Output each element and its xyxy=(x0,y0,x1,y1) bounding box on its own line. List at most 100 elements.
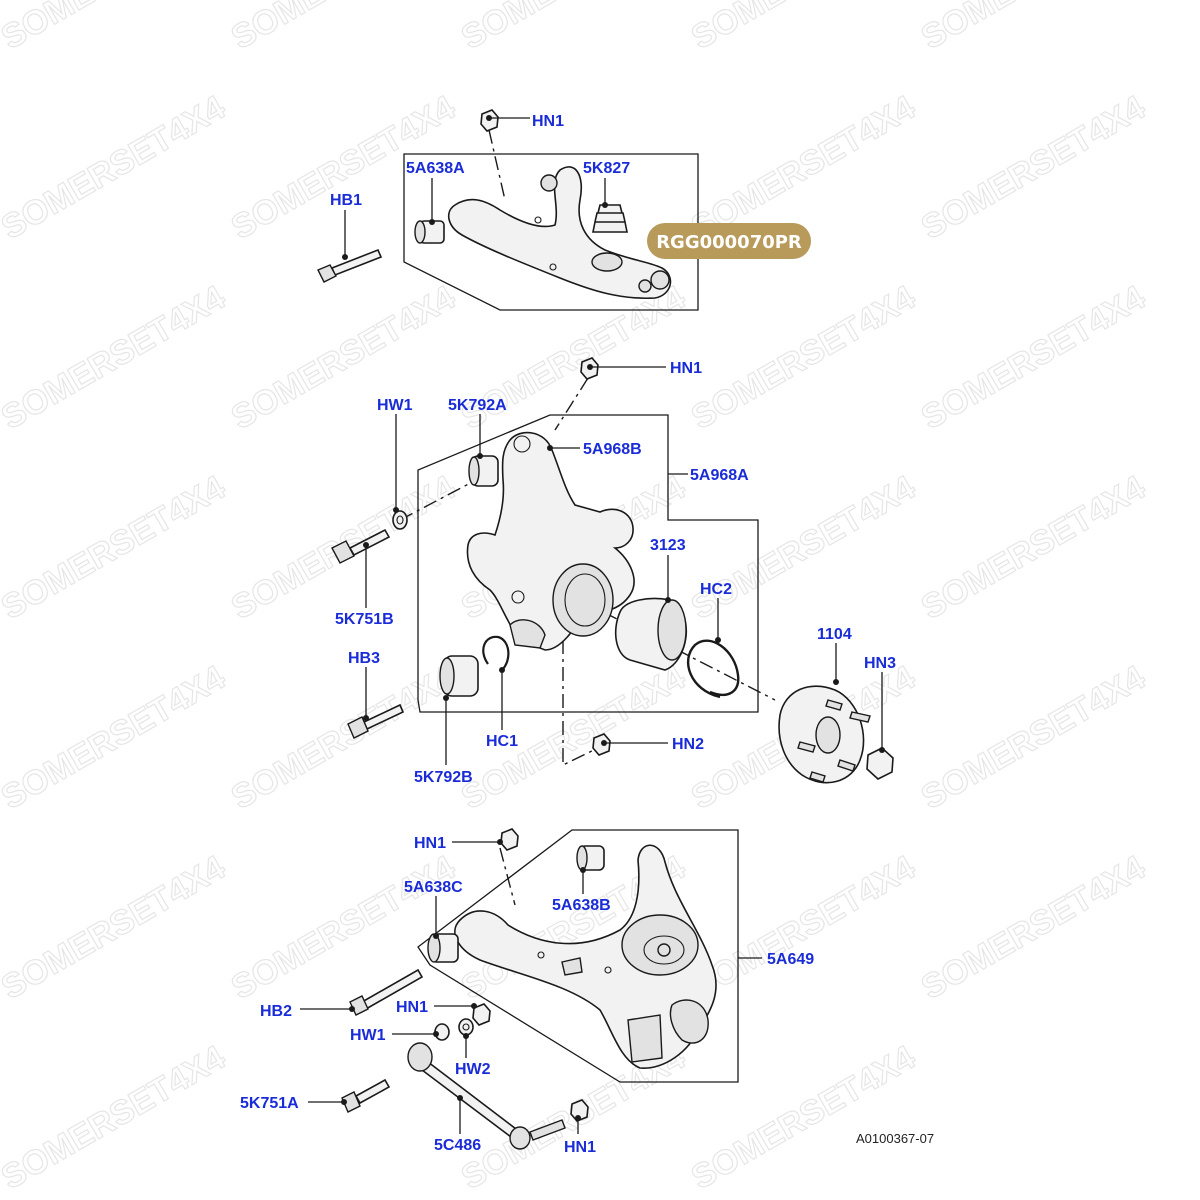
nut-hn1-low2 xyxy=(472,1003,491,1026)
knuckle-upper-eye xyxy=(513,435,531,453)
upper-arm-assembly xyxy=(317,109,699,311)
circlip-hc2 xyxy=(686,639,740,699)
axis-hn1-top xyxy=(488,129,506,201)
watermark: SOMERSET4X4 xyxy=(685,848,922,1007)
washer-hw2 xyxy=(458,1018,474,1036)
nut-hn1-bottom xyxy=(570,1099,589,1122)
toe-link-outer-eye xyxy=(509,1126,531,1150)
watermark: SOMERSET4X4 xyxy=(225,0,462,57)
bump-stop-5k827 xyxy=(592,204,628,233)
watermark: SOMERSET4X4 xyxy=(0,848,232,1007)
lower-arm-hole xyxy=(537,951,545,959)
bolt-5k751b-head xyxy=(331,540,355,564)
label-hn2: HN2 xyxy=(672,736,704,753)
hub-1104 xyxy=(778,685,871,784)
watermark: SOMERSET4X4 xyxy=(685,278,922,437)
hub-stud xyxy=(825,699,843,711)
upper-control-arm xyxy=(447,166,672,300)
label-hn1-top: HN1 xyxy=(532,113,564,130)
watermark: SOMERSET4X4 xyxy=(685,468,922,627)
watermark: SOMERSET4X4 xyxy=(455,0,692,57)
washer-hw1-mid-hole xyxy=(396,515,404,525)
lower-arm-frame xyxy=(417,829,739,1083)
lower-arm-bracket xyxy=(561,957,583,976)
bush-5k792b-face xyxy=(439,657,455,695)
part-code-badge: RGG000070PR xyxy=(647,223,811,259)
bolt-5k751a-shank xyxy=(354,1078,391,1105)
bolt-hb1-head xyxy=(317,264,337,283)
lower-arm-clevis xyxy=(627,1014,663,1063)
watermark: SOMERSET4X4 xyxy=(225,658,462,817)
lower-arm-assembly xyxy=(341,828,739,1150)
lower-arm-center-boss xyxy=(657,943,671,957)
axis-hn1-low xyxy=(499,847,516,906)
watermark: SOMERSET4X4 xyxy=(225,278,462,437)
watermark: SOMERSET4X4 xyxy=(915,0,1152,57)
label-hn1-low: HN1 xyxy=(414,835,446,852)
watermark: SOMERSET4X4 xyxy=(915,88,1152,247)
lower-control-arm xyxy=(454,844,717,1069)
bush-5k792a-face xyxy=(468,456,480,486)
label-hn1-mid: HN1 xyxy=(670,360,702,377)
bolt-hb1 xyxy=(317,248,383,283)
label-5a638a: 5A638A xyxy=(406,160,465,177)
watermark: SOMERSET4X4 xyxy=(0,278,232,437)
bolt-5k751b xyxy=(331,528,391,564)
badge-text: RGG000070PR xyxy=(656,232,802,253)
watermark: SOMERSET4X4 xyxy=(0,0,232,57)
nut-hn3 xyxy=(866,747,894,780)
label-hn1-low2: HN1 xyxy=(396,999,428,1016)
watermark: SOMERSET4X4 xyxy=(915,848,1152,1007)
label-1104: 1104 xyxy=(817,626,852,643)
spring-seat xyxy=(591,252,623,272)
watermark: SOMERSET4X4 xyxy=(0,88,232,247)
badge-background xyxy=(647,223,811,259)
label-hb2: HB2 xyxy=(260,1003,292,1020)
knuckle-mount-hole xyxy=(511,590,525,604)
bolt-hb3 xyxy=(347,703,405,739)
bolt-hb2-head xyxy=(349,995,369,1016)
label-hw2: HW2 xyxy=(455,1061,491,1078)
watermark: SOMERSET4X4 xyxy=(685,0,922,57)
watermark: SOMERSET4X4 xyxy=(685,1038,922,1197)
bolt-5k751a xyxy=(341,1078,391,1113)
knuckle-lower-eye xyxy=(509,619,546,649)
label-hc2: HC2 xyxy=(700,581,732,598)
label-hw1-mid: HW1 xyxy=(377,397,413,414)
hub-stud xyxy=(849,711,871,723)
hub-center xyxy=(815,716,841,754)
washer-hw2-hole xyxy=(462,1023,470,1031)
axis-hn1-mid xyxy=(554,377,589,431)
knuckle-assembly xyxy=(331,357,894,784)
label-hw1-low: HW1 xyxy=(350,1027,386,1044)
lower-arm-spring-seat-inner xyxy=(643,935,685,965)
knuckle-frame-inner xyxy=(417,414,759,713)
bolt-hb3-head xyxy=(347,716,369,739)
circlip-hc1 xyxy=(482,635,510,671)
leader-lines xyxy=(300,115,885,1134)
watermark: SOMERSET4X4 xyxy=(0,658,232,817)
label-3123: 3123 xyxy=(650,537,686,554)
bolt-hb2 xyxy=(349,968,424,1016)
lower-arm-hole xyxy=(604,966,612,974)
hub-stud xyxy=(809,771,826,783)
watermark: SOMERSET4X4 xyxy=(915,278,1152,437)
label-5a649: 5A649 xyxy=(767,951,814,968)
watermark: SOMERSET4X4 xyxy=(0,1038,232,1197)
label-5a968b: 5A968B xyxy=(583,441,642,458)
upper-arm-hole xyxy=(549,263,557,271)
label-5k792b: 5K792B xyxy=(414,769,473,786)
axis-upper-bolt xyxy=(399,477,481,521)
watermark: SOMERSET4X4 xyxy=(0,468,232,627)
callout-labels: HN1 5A638A 5K827 HB1 HN1 HW1 5K792A 5A96… xyxy=(240,113,896,1156)
lower-arm-outer-bush xyxy=(669,999,709,1044)
hub-stud xyxy=(797,741,816,753)
knuckle-bearing-bore xyxy=(552,563,614,637)
label-5a968a: 5A968A xyxy=(690,467,749,484)
label-5k792a: 5K792A xyxy=(448,397,507,414)
washer-hw1-mid xyxy=(392,510,408,530)
upper-arm-hole xyxy=(534,216,542,224)
toe-link-inner-eye xyxy=(407,1042,433,1072)
label-5k751b: 5K751B xyxy=(335,611,394,628)
label-hb1: HB1 xyxy=(330,192,362,209)
